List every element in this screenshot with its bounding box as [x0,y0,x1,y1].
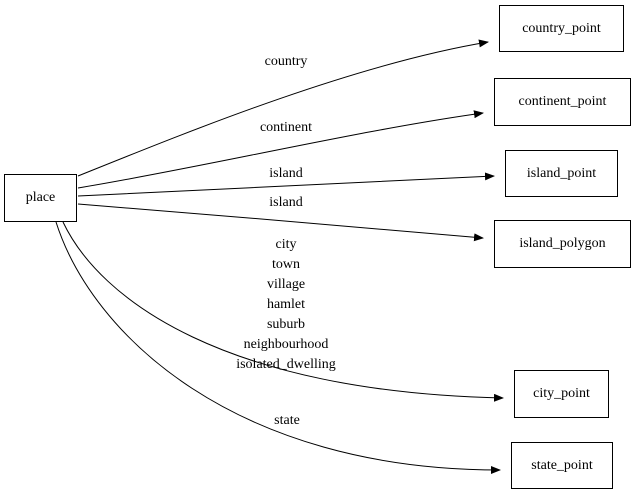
node-place: place [4,174,77,222]
node-state-point: state_point [511,442,613,489]
edge-label-hamlet-line: hamlet [266,297,306,312]
edge-place-island_polygon [77,203,484,242]
edge-label-city-group: city town village hamlet suburb neighbou… [191,235,381,375]
edge-label-neighbourhood-line: neighbourhood [243,337,329,352]
node-continent-point: continent_point [494,78,631,126]
edge-label-suburb-line: suburb [266,317,306,332]
node-city-point: city_point [514,370,609,418]
edge-label-continent: continent [259,120,313,135]
edge-label-isolated-dwelling-line: isolated_dwelling [236,357,336,372]
node-country-point-label: country_point [522,20,601,36]
edge-label-city-line: city [275,237,297,252]
edge-place-country_point [77,39,489,177]
edge-label-island-polygon: island [269,195,303,210]
edge-label-town-line: town [272,257,300,272]
edge-label-village-line: village [266,277,306,292]
node-country-point: country_point [499,5,624,52]
node-place-label: place [25,190,56,205]
node-city-point-label: city_point [533,386,590,401]
node-continent-point-label: continent_point [518,94,607,109]
node-island-point-label: island_point [526,165,597,181]
edge-label-country: country [264,54,308,69]
node-state-point-label: state_point [531,457,593,473]
edge-place-city_point [62,221,504,402]
node-island-polygon-label: island_polygon [519,236,606,251]
node-island-point: island_point [505,150,618,197]
edge-place-island_point [77,172,495,197]
edge-label-island-point: island [269,166,303,181]
node-island-polygon: island_polygon [494,220,631,268]
edge-place-state_point [55,221,501,474]
edge-place-continent_point [77,110,484,189]
edge-label-state: state [274,413,300,428]
